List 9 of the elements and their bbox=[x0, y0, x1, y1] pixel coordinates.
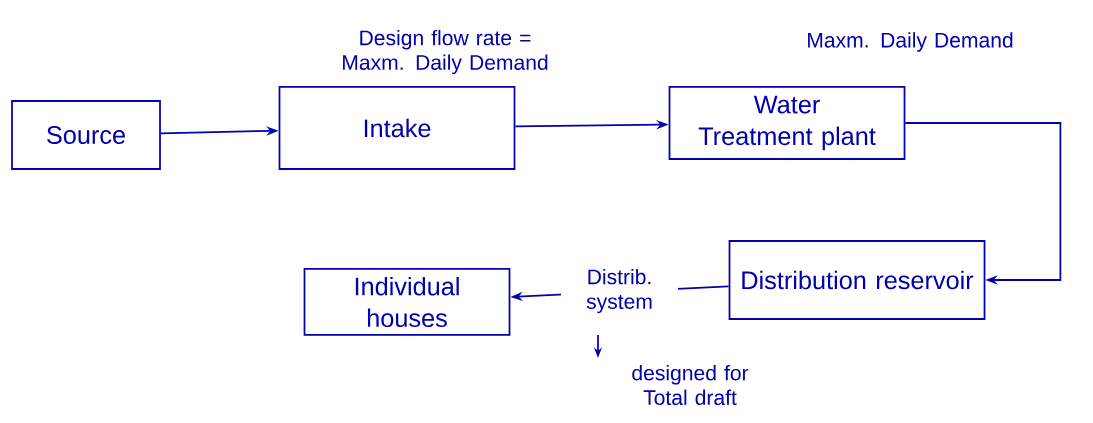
process-box: Individual houses bbox=[303, 268, 511, 336]
process-box: Distribution reservoir bbox=[728, 240, 986, 320]
edge-label: Distrib. system bbox=[561, 265, 679, 317]
process-box: Intake bbox=[278, 86, 516, 170]
note-text: designed for Total draft bbox=[632, 364, 749, 406]
note-text: Maxm. Daily Demand bbox=[808, 32, 1013, 52]
arrow bbox=[904, 122, 1062, 285]
process-box: Water Treatment plant bbox=[668, 86, 906, 160]
process-box: Source bbox=[11, 100, 161, 170]
